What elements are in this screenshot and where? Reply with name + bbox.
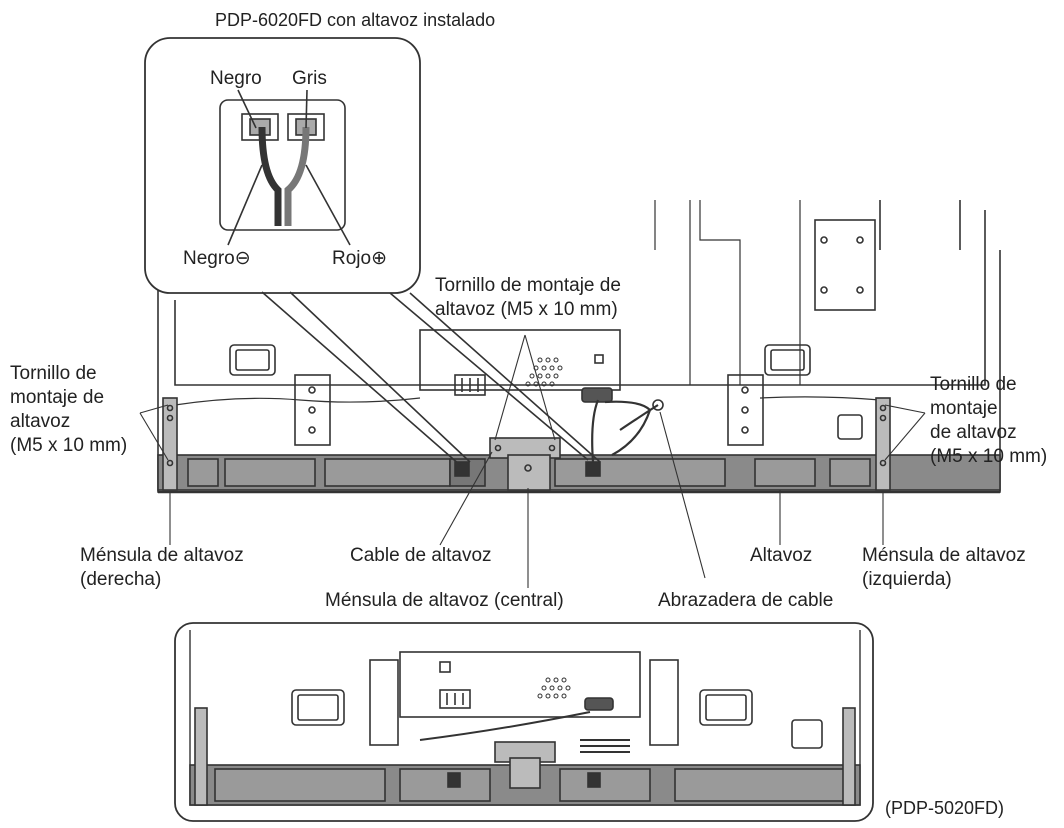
leader-lines [139,334,926,588]
center-box [419,329,621,391]
label-screw-left-3: altavoz [10,411,71,432]
label-screw-right-1: Tornillo de [930,374,1017,395]
inset-pointer [261,291,601,466]
label-bracket-center: Ménsula de altavoz (central) [325,590,564,611]
bracket-right-side [162,397,178,491]
main-panel [157,200,1001,494]
center-bracket [489,437,561,491]
bottom-inset [174,622,874,822]
vent-holes [525,357,563,387]
label-screw-left-2: montaje de [10,387,105,408]
label-bracket-right-2: (derecha) [80,569,162,590]
label-speaker: Altavoz [750,545,813,566]
label-cable-clamp: Abrazadera de cable [658,590,834,611]
label-bracket-left-2: (izquierda) [862,569,952,590]
right-handle [764,344,811,376]
label-screw-right-4: (M5 x 10 mm) [930,446,1048,467]
label-bracket-left-1: Ménsula de altavoz [862,545,1026,566]
label-terminal-negative: Negro⊖ [183,248,251,269]
label-screw-center-2: altavoz (M5 x 10 mm) [435,299,618,320]
label-speaker-cable: Cable de altavoz [350,545,492,566]
label-wire-black: Negro [210,68,262,89]
label-screw-left-4: (M5 x 10 mm) [10,435,128,456]
label-terminal-positive: Rojo⊕ [332,248,387,269]
label-model-bottom: (PDP-5020FD) [885,798,1005,818]
label-screw-left-1: Tornillo de [10,363,97,384]
label-screw-right-3: de altavoz [930,422,1017,443]
label-screw-right-2: montaje [930,398,998,419]
right-stand-bracket [727,374,764,446]
wiring-inset [144,37,421,294]
left-handle [229,344,276,376]
bracket-left-side [875,397,891,491]
label-screw-center-1: Tornillo de montaje de [435,275,621,296]
label-bracket-right-1: Ménsula de altavoz [80,545,244,566]
left-stand-bracket [294,374,331,446]
speaker-bar-main [157,454,1001,491]
label-wire-gray: Gris [292,68,327,89]
right-side-box [814,219,876,311]
diagram-title: PDP-6020FD con altavoz instalado [215,10,496,30]
back-plate [174,210,986,386]
